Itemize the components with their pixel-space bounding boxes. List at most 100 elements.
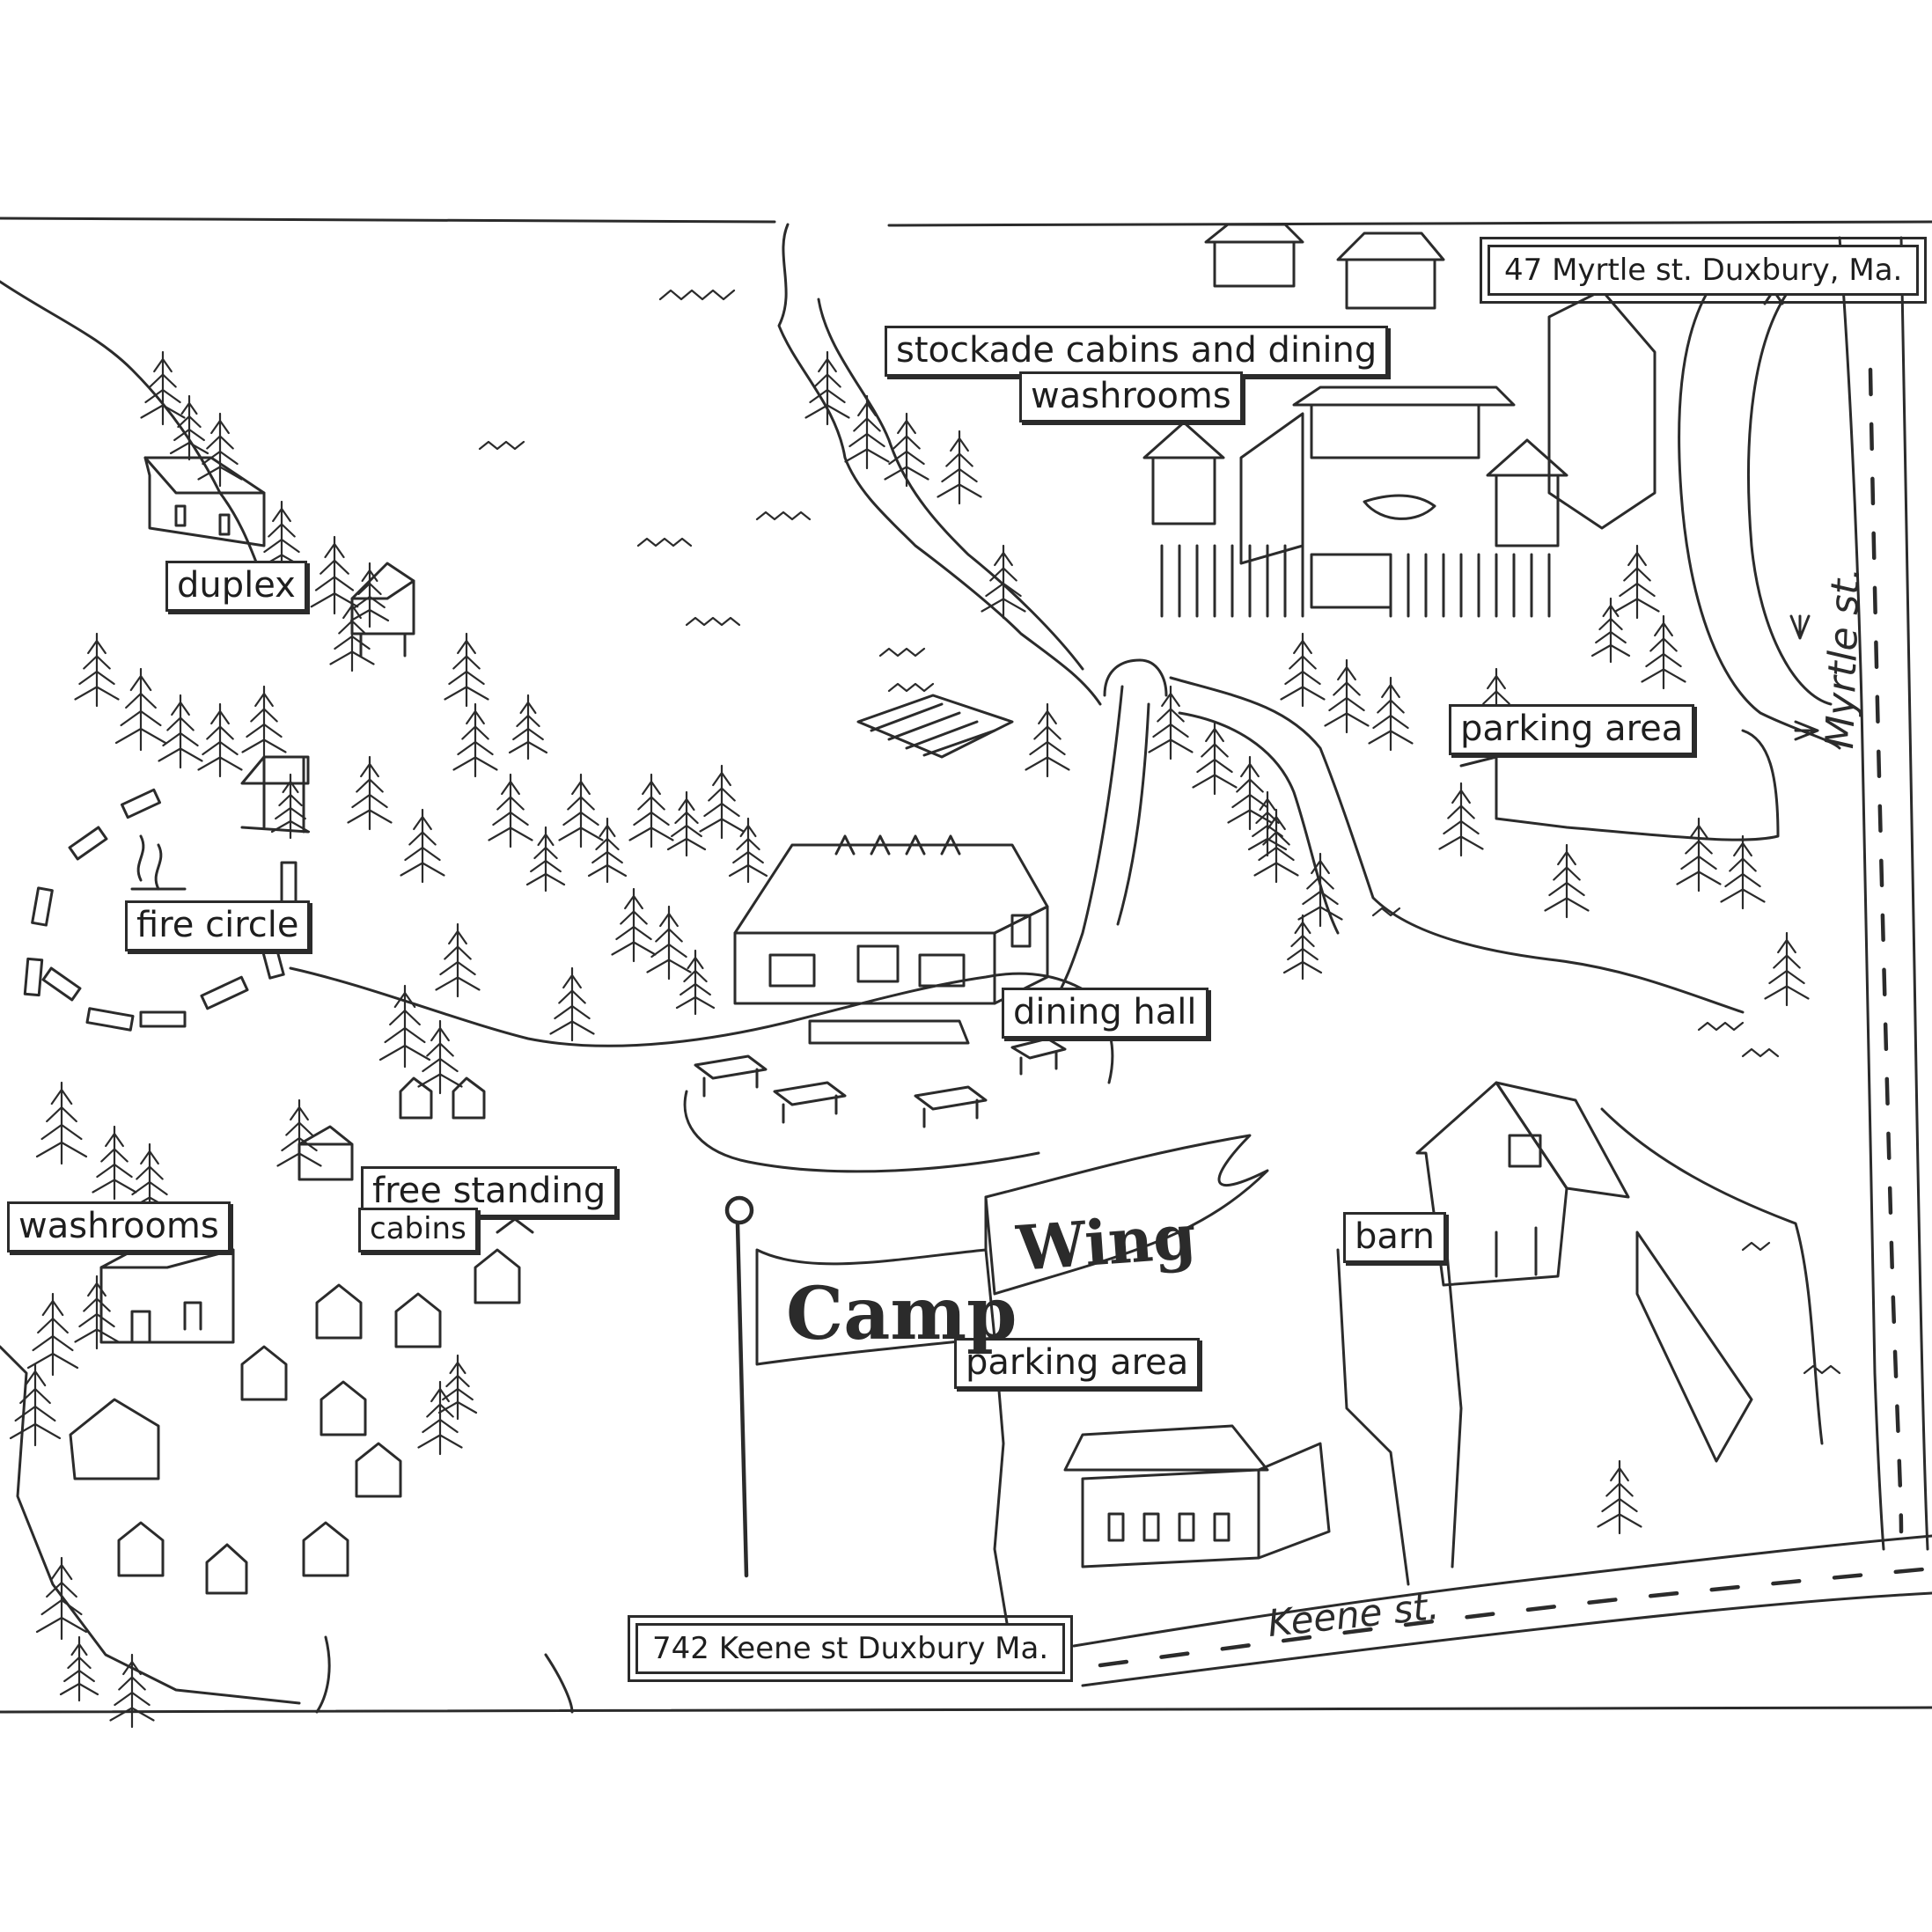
keene-road-south <box>1081 1591 1932 1687</box>
pine-tree-icon <box>1641 614 1686 690</box>
myrtle-loop-outer <box>1678 245 1841 750</box>
myrtle-loop-inner <box>1747 280 1833 706</box>
fire-circle-shelter <box>240 755 310 834</box>
pine-tree-icon <box>158 694 203 769</box>
pine-tree-icon <box>525 826 566 893</box>
pine-tree-icon <box>444 632 489 708</box>
fire-circle-benches <box>23 788 298 1032</box>
duplex-building <box>143 456 266 547</box>
pine-trees <box>9 350 1810 1729</box>
picnic-field-edge <box>683 1090 1040 1173</box>
label-washrooms-left: washrooms <box>7 1201 231 1252</box>
pine-tree-icon <box>1720 834 1766 910</box>
pine-tree-icon <box>1280 632 1326 708</box>
pine-tree-icon <box>1247 790 1288 857</box>
pine-tree-icon <box>109 1653 155 1729</box>
pine-tree-icon <box>140 350 186 426</box>
office-building <box>1063 1424 1331 1568</box>
pine-tree-icon <box>59 1635 99 1702</box>
pine-tree-icon <box>1614 544 1660 620</box>
pine-tree-icon <box>1544 843 1590 919</box>
pine-tree-icon <box>35 1081 88 1165</box>
pine-tree-icon <box>587 817 628 884</box>
pine-tree-icon <box>452 702 498 778</box>
pine-tree-icon <box>114 667 167 752</box>
keene-road-north <box>1072 1534 1932 1648</box>
pine-tree-icon <box>884 412 929 488</box>
label-stockade-cabins: stockade cabins and dining <box>885 326 1389 377</box>
label-parking-bottom: parking area <box>954 1338 1201 1389</box>
footbridge <box>856 658 1168 759</box>
picnic-tables <box>694 1037 1067 1128</box>
pine-tree-icon <box>1227 755 1273 831</box>
pine-tree-icon <box>417 1019 463 1095</box>
pine-tree-icon <box>508 694 548 760</box>
pine-tree-icon <box>74 1275 120 1350</box>
pine-tree-icon <box>675 949 716 1016</box>
pine-tree-icon <box>1764 931 1810 1007</box>
pine-tree-icon <box>197 702 243 778</box>
pine-tree-icon <box>844 394 890 470</box>
label-parking-top: parking area <box>1449 704 1695 755</box>
free-standing-cabins <box>69 1076 534 1595</box>
label-washrooms-top: washrooms <box>1019 371 1243 422</box>
flagpole <box>724 1195 754 1578</box>
bottom-lot-left <box>993 1336 1014 1657</box>
label-duplex: duplex <box>165 561 307 612</box>
barn-road-east <box>1600 1107 1824 1445</box>
map-top-edge <box>0 217 1932 227</box>
address-keene: 742 Keene st Duxbury Ma. <box>627 1615 1074 1682</box>
pine-tree-icon <box>270 773 311 840</box>
pine-tree-icon <box>937 430 982 505</box>
pine-tree-icon <box>35 1556 88 1641</box>
pine-tree-icon <box>646 905 692 981</box>
lower-slope-line <box>289 966 1114 1084</box>
pine-tree-icon <box>1676 817 1722 893</box>
pine-tree-icon <box>92 1125 137 1201</box>
banner-word-camp: Camp <box>786 1272 1017 1356</box>
east-trail-bottom <box>1178 711 1340 935</box>
pine-tree-icon <box>310 535 359 615</box>
pine-tree-icon <box>1590 597 1631 664</box>
pine-tree-icon <box>347 755 393 831</box>
stream-left-bank <box>777 223 1102 706</box>
pine-tree-icon <box>549 966 595 1042</box>
pine-tree-icon <box>437 1354 478 1421</box>
pine-tree-icon <box>666 790 707 857</box>
pine-tree-icon <box>1368 676 1414 752</box>
myrtle-road-east <box>1899 236 1929 1551</box>
pine-tree-icon <box>1148 685 1194 760</box>
pine-tree-icon <box>241 685 287 760</box>
center-path-right <box>1116 702 1150 926</box>
pine-tree-icon <box>169 394 209 461</box>
pine-tree-icon <box>26 1292 79 1377</box>
pine-tree-icon <box>981 544 1026 620</box>
label-barn: barn <box>1343 1212 1446 1263</box>
barn-building <box>1415 1081 1753 1463</box>
dining-hall-building <box>733 834 1049 1045</box>
address-myrtle: 47 Myrtle st. Duxbury, Ma. <box>1479 237 1928 304</box>
pine-tree-icon <box>1438 782 1484 857</box>
pine-tree-icon <box>488 773 533 848</box>
pine-tree-icon <box>611 887 657 963</box>
myrtle-road-west <box>1838 236 1885 1551</box>
bottom-lot-mid <box>1336 1248 1410 1586</box>
pine-tree-icon <box>9 1363 62 1447</box>
pine-tree-icon <box>435 922 481 998</box>
stream-right-bank <box>817 298 1084 671</box>
label-cabins: cabins <box>358 1208 478 1253</box>
pine-tree-icon <box>378 984 431 1069</box>
map-bottom-edge <box>0 1706 1932 1714</box>
east-trail-top <box>1169 676 1745 1014</box>
pine-tree-icon <box>1597 1459 1642 1535</box>
road-label-myrtle: Myrtle st. <box>1818 566 1870 750</box>
pine-tree-icon <box>1025 702 1070 778</box>
label-fire-circle: fire circle <box>125 900 311 951</box>
pine-tree-icon <box>728 817 768 884</box>
center-path-left <box>1046 685 1124 1014</box>
pine-tree-icon <box>74 632 120 708</box>
pine-tree-icon <box>400 808 445 884</box>
bottom-lot-right <box>1442 1213 1463 1568</box>
birds <box>478 289 1841 1375</box>
